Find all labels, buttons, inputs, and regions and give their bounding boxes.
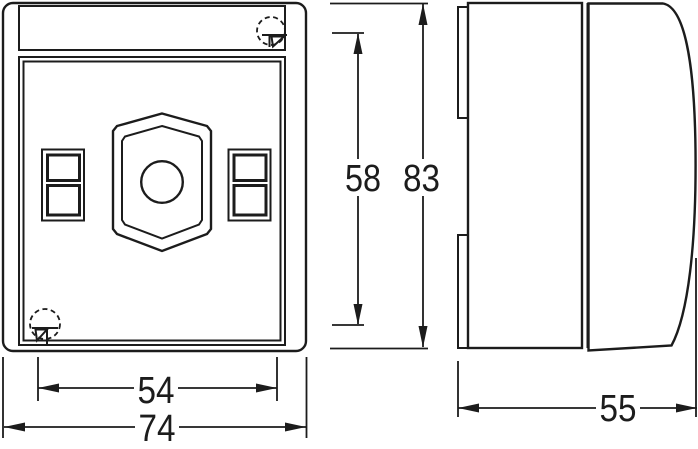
front-cover-outline [1, 1, 308, 353]
front-view [1, 1, 308, 353]
side-front-cover-profile [587, 2, 697, 352]
label-bg [135, 409, 179, 446]
dim-label-depth: 55 [600, 388, 637, 430]
side-tab-top [457, 6, 469, 119]
screw-claw-top [270, 35, 287, 49]
dim-label-fixing-height: 58 [345, 158, 381, 200]
dimension-55: 55 [457, 258, 697, 430]
dimension-83: 83 [330, 2, 442, 350]
dimension-58: 58 [332, 32, 383, 326]
label-bg [343, 159, 383, 196]
side-view [457, 1, 697, 352]
screw-circle-top [256, 16, 286, 46]
arrowhead-left [38, 383, 59, 393]
screw-circle-bottom [29, 308, 61, 340]
arrowhead-right [676, 403, 697, 413]
dim-label-overall-width: 74 [139, 408, 176, 449]
arrowhead-up [418, 3, 428, 25]
screw-fixing-icon [256, 16, 287, 49]
main-panel-inner [22, 60, 282, 342]
right-rocker-window-bottom [232, 184, 268, 217]
screw-fixing-icon [29, 308, 61, 346]
right-rocker [227, 148, 272, 222]
left-rocker [41, 148, 85, 222]
label-bg [596, 389, 640, 427]
label-bg [134, 371, 178, 408]
arrowhead-right [256, 383, 277, 393]
label-strip [18, 5, 286, 51]
right-rocker-frame [227, 148, 272, 222]
screw-claw-bottom [34, 328, 50, 343]
arrowhead-right [285, 422, 306, 432]
center-circle [139, 159, 184, 204]
side-tab-bottom [457, 234, 469, 349]
dimension-54: 54 [37, 357, 278, 412]
arrowhead-left [458, 403, 479, 413]
left-rocker-window-bottom [46, 184, 81, 217]
dimension-74: 74 [2, 357, 308, 449]
arrowhead-left [4, 422, 25, 432]
left-rocker-frame [41, 148, 85, 222]
side-back-box [466, 1, 584, 350]
left-rocker-window-top [46, 153, 81, 182]
shield-outer [111, 112, 213, 253]
dim-label-fixing-width: 54 [138, 370, 175, 412]
main-panel-outer [18, 56, 286, 346]
label-bg [401, 159, 442, 196]
arrowhead-down [353, 304, 363, 325]
dim-label-overall-height: 83 [403, 158, 440, 200]
right-rocker-window-top [232, 153, 268, 182]
arrowhead-down [418, 326, 428, 348]
shield-inner [121, 124, 203, 240]
center-shield [111, 112, 213, 253]
arrowhead-up [353, 33, 363, 54]
